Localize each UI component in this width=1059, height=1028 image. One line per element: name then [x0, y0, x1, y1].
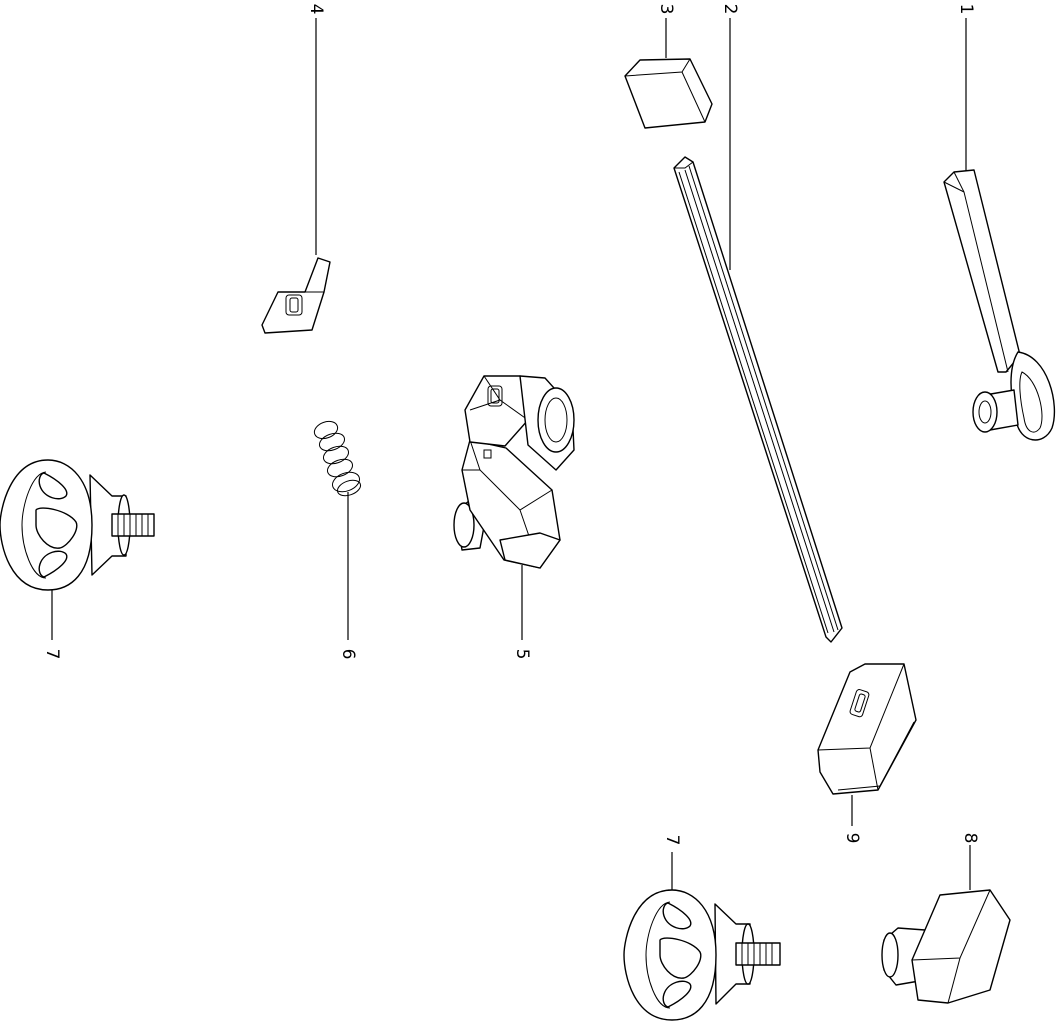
- callout-label-6: 6: [338, 649, 358, 660]
- part-4-clip: [261, 257, 331, 334]
- part-1-lever-arm: [943, 169, 1056, 441]
- callout-label-8: 8: [960, 833, 980, 844]
- callout-label-2: 2: [720, 4, 740, 15]
- leader-lines: [51, 18, 971, 897]
- part-6-spring: [313, 420, 362, 497]
- part-5-body: [453, 375, 575, 569]
- callout-label-7a: 7: [42, 649, 62, 660]
- callout-label-5: 5: [512, 649, 532, 660]
- callout-label-4: 4: [306, 4, 326, 15]
- callout-label-9: 9: [842, 833, 862, 844]
- part-7-knob-left: [0, 459, 155, 591]
- part-9-end-cap: [817, 663, 917, 795]
- part-3-block: [624, 58, 713, 129]
- callout-label-3: 3: [656, 4, 676, 15]
- callout-labels: 1 2 3 4 5 6 7 7 8 9: [42, 4, 980, 846]
- callout-label-1: 1: [956, 4, 976, 15]
- callout-label-7b: 7: [662, 835, 682, 846]
- part-7-knob-right: [623, 889, 781, 1021]
- part-8-cap: [881, 889, 1011, 1004]
- part-2-rail: [673, 156, 843, 643]
